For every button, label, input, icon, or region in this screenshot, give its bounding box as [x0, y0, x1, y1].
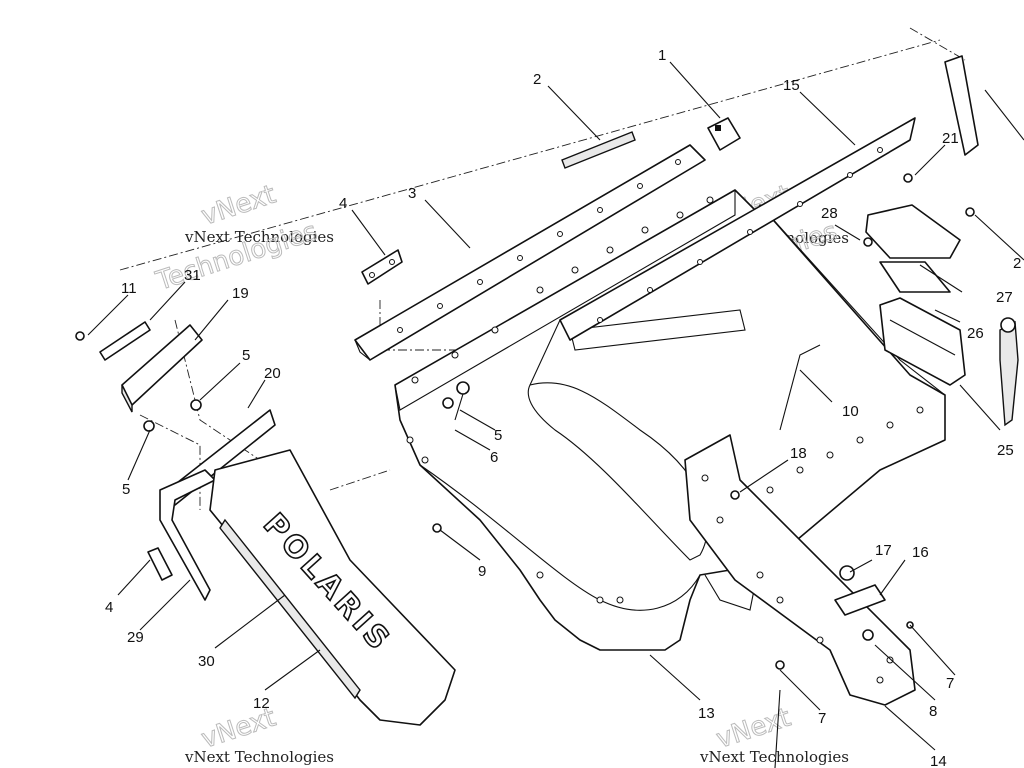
part-12-cover-panel: POLARIS	[209, 449, 456, 726]
callout-21: 21	[942, 130, 959, 147]
callout-4: 4	[339, 195, 347, 212]
part-29-bracket-arm	[159, 469, 216, 601]
callout-10: 10	[842, 403, 859, 420]
part-10-link	[779, 344, 821, 431]
callout-7-lower: 7	[818, 710, 826, 727]
callout-11: 11	[121, 280, 137, 297]
callout-2: 2	[533, 71, 541, 88]
callout-18: 18	[790, 445, 807, 462]
callout-29: 29	[127, 629, 144, 646]
watermark-right-bottom: vNext vNext Technologies	[699, 702, 849, 766]
callout-26: 26	[967, 325, 984, 342]
callout-labels: 1 2 3 4 15 21 28 11 31 19 5 20 5 6 27 26…	[105, 47, 1021, 768]
callout-5-top: 5	[242, 347, 250, 364]
callout-30: 30	[198, 653, 215, 670]
callout-4-lower: 4	[105, 599, 113, 616]
callout-16: 16	[912, 544, 929, 561]
part-1-latch	[707, 117, 741, 151]
watermark-left-top: vNext vNext Technologies Technologies	[151, 179, 334, 297]
part-25-box	[879, 297, 966, 386]
part-handle-right	[999, 317, 1019, 427]
part-top-right-bracket	[944, 55, 979, 156]
watermark-text: vNext Technologies	[184, 748, 334, 766]
callout-27: 27	[996, 289, 1013, 306]
leader-lines	[87, 61, 1024, 768]
part-4-bracket	[361, 249, 403, 285]
callout-25: 25	[997, 442, 1014, 459]
callout-19: 19	[232, 285, 249, 302]
part-right-rail	[559, 117, 916, 341]
callout-5-mid: 5	[494, 427, 502, 444]
callout-28: 28	[821, 205, 838, 222]
part-14-lower-bracket	[684, 434, 916, 706]
callout-31: 31	[184, 267, 201, 284]
callout-3: 3	[408, 185, 416, 202]
part-17-grommet	[839, 565, 855, 581]
part-bolts	[143, 381, 470, 432]
part-27-lid	[865, 204, 961, 259]
callout-8: 8	[929, 703, 937, 720]
part-4-lower-clip	[147, 547, 173, 581]
callout-2-right: 2	[1013, 255, 1021, 272]
watermark-logo-text: vNext	[198, 180, 280, 232]
callout-14: 14	[930, 753, 947, 768]
callout-12: 12	[253, 695, 270, 712]
part-fasteners	[75, 173, 975, 670]
watermark-left-bottom: vNext vNext Technologies	[184, 702, 334, 766]
callout-6: 6	[490, 449, 498, 466]
part-26-plate	[879, 261, 951, 293]
part-31-rod	[99, 321, 151, 361]
callout-9: 9	[478, 563, 486, 580]
callout-20: 20	[264, 365, 281, 382]
callout-1: 1	[658, 47, 666, 64]
callout-7-right: 7	[946, 675, 954, 692]
watermark-logo-text: vNext	[713, 703, 795, 755]
part-16-hinge-plate	[834, 584, 886, 616]
callout-13: 13	[698, 705, 715, 722]
part-2-bar	[561, 131, 636, 169]
part-rail-strip	[354, 144, 706, 361]
part-19-hinge	[121, 324, 203, 413]
callout-17: 17	[875, 542, 892, 559]
watermark-text: vNext Technologies	[699, 748, 849, 766]
callout-15: 15	[783, 77, 800, 94]
callout-5-left: 5	[122, 481, 130, 498]
